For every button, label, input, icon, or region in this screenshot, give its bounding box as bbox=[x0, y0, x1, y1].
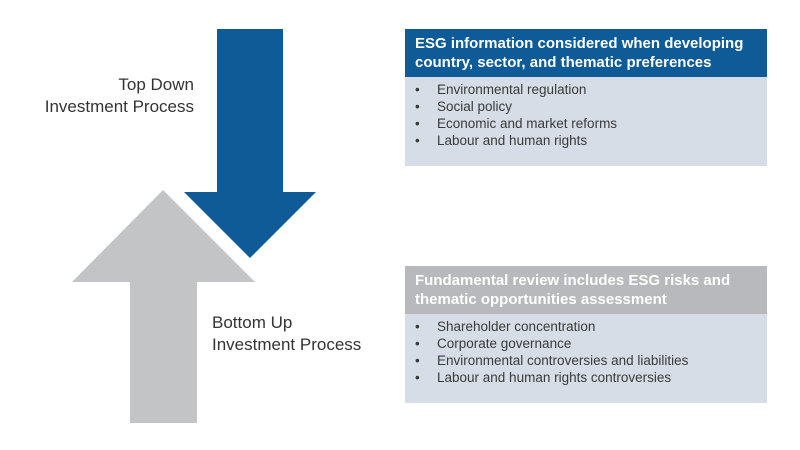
list-item: • Economic and market reforms bbox=[415, 115, 767, 132]
list-item-text: Environmental controversies and liabilit… bbox=[437, 353, 689, 368]
list-item: • Environmental regulation bbox=[415, 81, 767, 98]
bullet-icon: • bbox=[415, 99, 420, 114]
header-line: Fundamental review includes ESG risks an… bbox=[415, 272, 731, 289]
bullet-icon: • bbox=[415, 116, 420, 131]
list-item: • Social policy bbox=[415, 98, 767, 115]
bullet-icon: • bbox=[415, 353, 420, 368]
list-item: • Labour and human rights bbox=[415, 132, 767, 149]
top-down-factor-list: • Environmental regulation • Social policy… bbox=[405, 77, 767, 149]
list-item-text: Labour and human rights controversies bbox=[437, 370, 672, 385]
bottom-up-box-header: Fundamental review includes ESG risks an… bbox=[405, 266, 767, 314]
bottom-up-arrow bbox=[72, 190, 255, 423]
list-item: • Corporate governance bbox=[415, 335, 767, 352]
bullet-icon: • bbox=[415, 82, 420, 97]
list-item-text: Corporate governance bbox=[437, 336, 572, 351]
list-item-text: Economic and market reforms bbox=[437, 116, 618, 131]
bullet-icon: • bbox=[415, 319, 420, 334]
bottom-up-label-line: Bottom Up bbox=[212, 313, 293, 332]
header-line: thematic opportunities assessment bbox=[415, 291, 667, 308]
top-down-label-line: Top Down bbox=[118, 75, 194, 94]
top-down-box-header: ESG information considered when developi… bbox=[405, 29, 767, 77]
header-line: country, sector, and thematic preference… bbox=[415, 54, 712, 71]
bottom-up-factor-list: • Shareholder concentration • Corporate go… bbox=[405, 314, 767, 386]
list-item-text: Environmental regulation bbox=[437, 82, 587, 97]
list-item: • Labour and human rights controversies bbox=[415, 369, 767, 386]
list-item-text: Labour and human rights bbox=[437, 133, 588, 148]
header-line: ESG information considered when developi… bbox=[415, 35, 744, 52]
list-item: • Shareholder concentration bbox=[415, 318, 767, 335]
top-down-label-line: Investment Process bbox=[44, 97, 194, 116]
list-item-text: Shareholder concentration bbox=[437, 319, 596, 334]
bullet-icon: • bbox=[415, 133, 420, 148]
bullet-icon: • bbox=[415, 370, 420, 385]
bullet-icon: • bbox=[415, 336, 420, 351]
top-down-arrow bbox=[184, 29, 316, 258]
top-down-label: Top Down Investment Process bbox=[32, 74, 194, 118]
list-item: • Environmental controversies and liabili… bbox=[415, 352, 767, 369]
bottom-up-label-line: Investment Process bbox=[212, 335, 362, 354]
bottom-up-info-box: Fundamental review includes ESG risks an… bbox=[405, 266, 767, 403]
bottom-up-label: Bottom Up Investment Process bbox=[212, 312, 361, 356]
list-item-text: Social policy bbox=[437, 99, 513, 114]
top-down-info-box: ESG information considered when developi… bbox=[405, 29, 767, 166]
